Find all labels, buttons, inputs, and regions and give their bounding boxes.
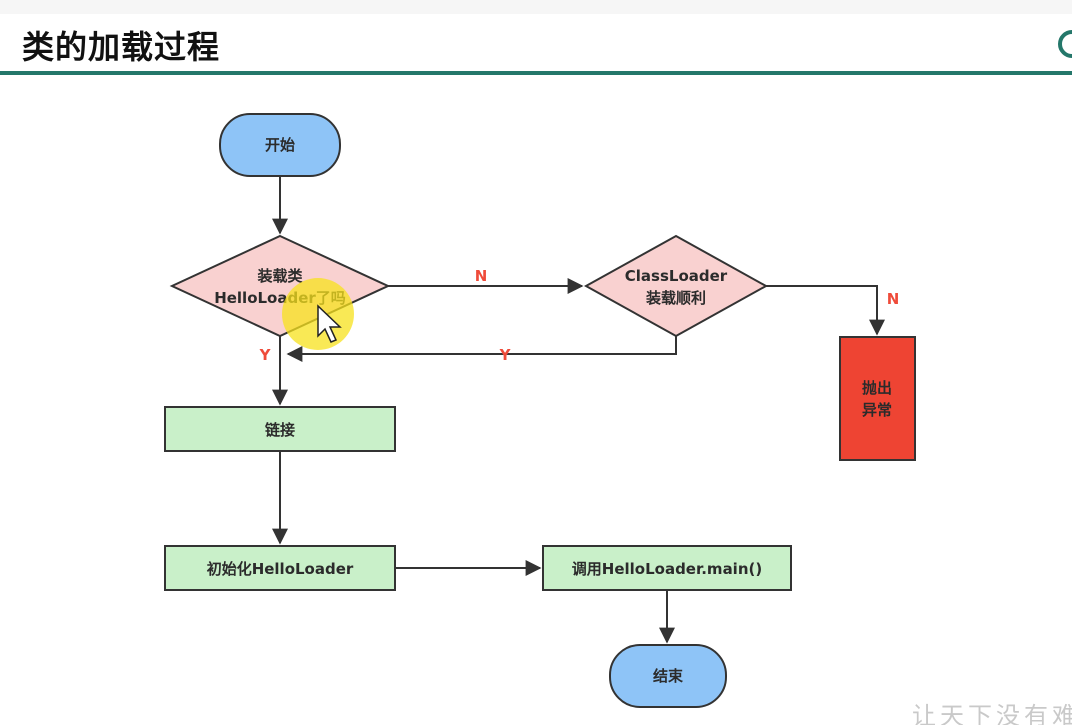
node-throw-line1: 抛出 [862,379,892,397]
edge-label-load-success: Y [499,346,512,364]
node-end-label: 结束 [653,667,684,685]
node-start-label: 开始 [265,136,295,154]
edge-label-load-failed: N [887,290,900,308]
node-throw-exception: 抛出 异常 [839,336,916,461]
node-link-label: 链接 [265,421,295,439]
edges [272,176,885,644]
node-classloader-ok: ClassLoader 装载顺利 [583,234,769,338]
title-underline [0,71,1072,75]
corner-circle-decoration [1058,30,1072,58]
page-title: 类的加载过程 [22,28,221,66]
window-top-strip [0,0,1072,14]
node-init-label: 初始化HelloLoader [207,560,354,578]
node-throw-line2: 异常 [862,401,892,419]
node-invoke-main: 调用HelloLoader.main() [542,545,792,591]
node-classloader-ok-line2: 装载顺利 [645,289,706,307]
node-link: 链接 [164,406,396,452]
node-invoke-main-label: 调用HelloLoader.main() [572,560,762,578]
pointer-cursor-icon [317,304,342,343]
node-classloader-ok-line1: ClassLoader [625,267,728,285]
edge-label-not-loaded: N [475,267,488,285]
edge-label-already-loaded: Y [259,346,272,364]
mouse-cursor-highlight [282,278,354,350]
node-start: 开始 [219,113,341,177]
edge-classloader-back-to-main [286,333,677,362]
watermark: 让天下没有难 [912,702,1072,725]
node-check-loaded: 装载类 HelloLoader了吗 [169,234,391,338]
node-init: 初始化HelloLoader [164,545,396,591]
node-check-loaded-line1: 装载类 [256,267,303,285]
node-end: 结束 [609,644,727,708]
edge-classloader-to-throw [766,285,885,336]
